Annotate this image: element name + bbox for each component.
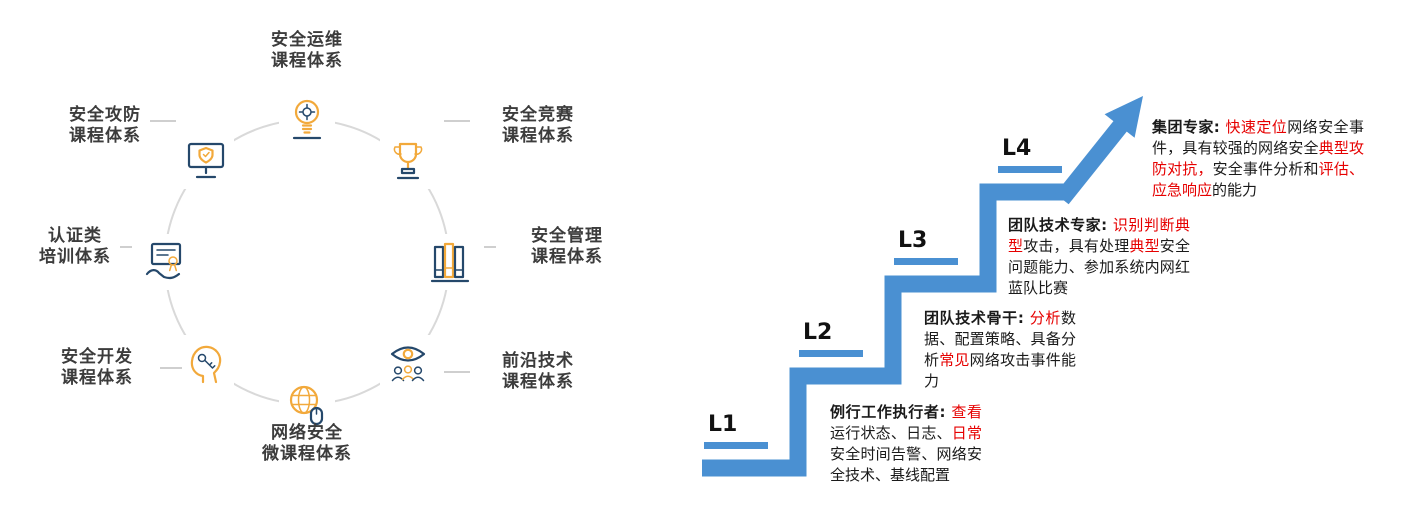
security-competition-icon xyxy=(380,133,436,189)
node-label-line: 安全开发 xyxy=(61,347,133,367)
trophy-icon xyxy=(393,142,423,180)
node-label-line: 前沿技术 xyxy=(502,351,574,371)
node-label-line: 网络安全 xyxy=(271,423,343,443)
connector-line xyxy=(160,367,182,369)
network-security-micro-icon xyxy=(279,377,335,433)
level-description-l2: 团队技术骨干: 分析数据、配置策略、具备分析常见网络攻击事件能力 xyxy=(924,309,1076,390)
level-underline-l2 xyxy=(799,350,863,357)
node-label-line: 课程体系 xyxy=(61,368,133,388)
eye-team-icon xyxy=(390,346,426,382)
node-label-line: 安全攻防 xyxy=(69,105,141,125)
node-label-line: 课程体系 xyxy=(502,372,574,392)
node-label-security-development: 安全开发 课程体系 xyxy=(37,347,157,389)
node-label-line: 课程体系 xyxy=(502,126,574,146)
node-label-line: 安全运维 xyxy=(271,30,343,50)
level-label-l2: L2 xyxy=(803,320,833,345)
connector-line xyxy=(150,120,176,122)
security-attack-defense-icon xyxy=(178,133,234,189)
head-key-icon xyxy=(190,345,222,384)
node-label-frontier-technology: 前沿技术 课程体系 xyxy=(478,351,598,393)
security-management-icon xyxy=(422,234,478,290)
node-label-security-competition: 安全竞赛 课程体系 xyxy=(478,105,598,147)
level-description-l4: 集团专家: 快速定位网络安全事件，具有较强的网络安全典型攻防对抗，安全事件分析和… xyxy=(1152,118,1364,199)
course-circle-diagram: 安全运维 课程体系 安全竞赛 课程体系 安全管理 课程体系 前沿技术 课程体系 … xyxy=(0,0,690,524)
certificate-hand-icon xyxy=(145,242,182,280)
node-label-line: 课程体系 xyxy=(531,247,603,267)
security-development-icon xyxy=(178,335,234,391)
node-label-line: 课程体系 xyxy=(271,51,343,71)
node-label-security-operations: 安全运维 课程体系 xyxy=(237,30,377,72)
level-underline-l3 xyxy=(894,258,958,265)
node-label-line: 认证类 xyxy=(48,226,102,246)
level-underline-l1 xyxy=(704,442,768,449)
connector-line xyxy=(444,371,470,373)
level-label-l3: L3 xyxy=(898,228,928,253)
level-description-l3: 团队技术专家: 识别判断典型攻击，具有处理典型安全问题能力、参加系统内网红蓝队比… xyxy=(1008,216,1190,297)
certification-training-icon xyxy=(136,234,192,290)
node-label-network-security-micro: 网络安全 微课程体系 xyxy=(237,423,377,465)
node-label-line: 安全管理 xyxy=(531,226,603,246)
arrow-shaft xyxy=(1055,118,1129,205)
node-label-certification-training: 认证类 培训体系 xyxy=(20,226,130,268)
connector-line xyxy=(484,246,496,248)
security-operations-icon xyxy=(279,91,335,147)
books-icon xyxy=(430,242,470,283)
monitor-shield-icon xyxy=(187,142,225,179)
level-description-l1: 例行工作执行者: 查看运行状态、日志、日常安全时间告警、网络安全技术、基线配置 xyxy=(830,403,982,484)
level-underline-l4 xyxy=(998,166,1062,173)
level-label-l1: L1 xyxy=(708,412,738,437)
node-label-security-management: 安全管理 课程体系 xyxy=(502,226,632,268)
connector-line xyxy=(444,120,470,122)
lightbulb-gear-icon xyxy=(292,99,322,140)
node-label-line: 微课程体系 xyxy=(262,444,352,464)
node-label-line: 培训体系 xyxy=(39,247,111,267)
connector-line xyxy=(120,246,132,248)
frontier-technology-icon xyxy=(380,335,436,391)
node-label-line: 课程体系 xyxy=(69,126,141,146)
node-label-line: 安全竞赛 xyxy=(502,105,574,125)
level-label-l4: L4 xyxy=(1002,136,1032,161)
node-label-security-attack-defense: 安全攻防 课程体系 xyxy=(45,105,165,147)
arrow-head xyxy=(1104,96,1143,138)
globe-mouse-icon xyxy=(289,385,324,426)
